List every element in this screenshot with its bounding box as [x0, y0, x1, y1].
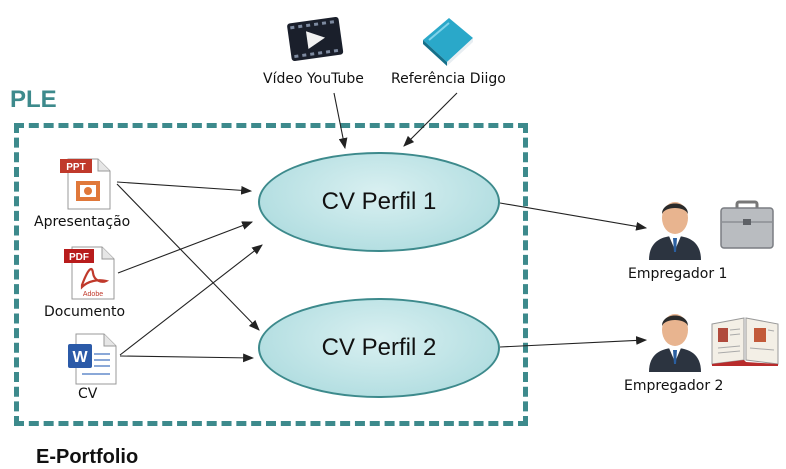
arrow-profile1-to-employer1: [499, 202, 648, 231]
empregador-2-label: Empregador 2: [624, 378, 724, 394]
arrow-ppt-to-profile2: [116, 183, 260, 331]
briefcase-icon: [717, 192, 777, 256]
film-icon: [283, 10, 347, 66]
arrow-pdf-to-profile1: [117, 221, 254, 274]
cv-label: CV: [78, 386, 98, 402]
person-icon: [643, 302, 707, 372]
book-icon: [415, 12, 479, 68]
arrow-diigo-to-profile1: [403, 92, 458, 147]
ppt-badge: PPT: [66, 162, 85, 173]
arrow-cv-to-profile1: [119, 244, 263, 356]
person-icon: [643, 190, 707, 260]
arrow-cv-to-profile2: [119, 353, 255, 363]
cv-perfil-2-node: CV Perfil 2: [258, 298, 500, 398]
pdf-badge: PDF: [69, 252, 89, 263]
arrow-ppt-to-profile1: [116, 181, 253, 195]
apresentacao-label: Apresentação: [34, 214, 131, 230]
cv-perfil-1-label: CV Perfil 1: [321, 188, 437, 215]
word-badge: W: [72, 349, 88, 366]
pdf-sublabel: Adobe: [83, 291, 103, 298]
video-youtube-label: Vídeo YouTube: [263, 71, 364, 87]
open-book-icon: [708, 310, 782, 366]
ple-container: [14, 123, 528, 426]
empregador-1-label: Empregador 1: [628, 266, 728, 282]
arrow-profile2-to-employer2: [499, 336, 648, 348]
cv-perfil-1-node: CV Perfil 1: [258, 152, 500, 252]
documento-label: Documento: [44, 304, 126, 320]
eportfolio-title: E-Portfolio: [36, 446, 139, 468]
word-icon: W: [64, 330, 120, 386]
ple-title: PLE: [10, 86, 57, 113]
referencia-diigo-label: Referência Diigo: [391, 71, 506, 87]
pdf-icon: PDF Adobe: [62, 243, 118, 301]
cv-perfil-2-label: CV Perfil 2: [321, 334, 437, 361]
ppt-icon: PPT: [58, 155, 116, 211]
arrow-video-to-profile1: [333, 92, 348, 150]
